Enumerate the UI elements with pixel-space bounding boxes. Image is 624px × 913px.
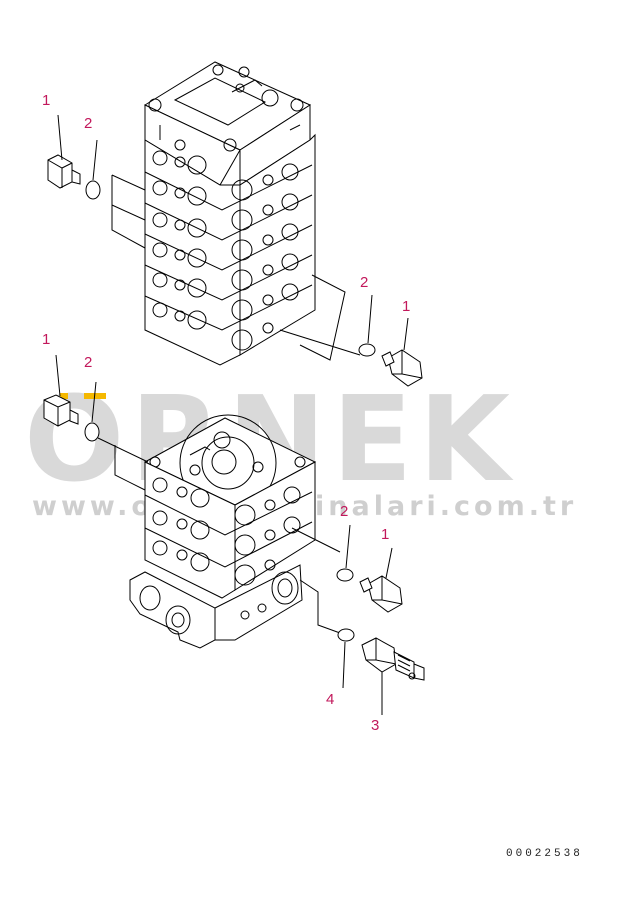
watermark-accent-mark [60, 393, 68, 399]
bottom-o-ring-4 [337, 628, 355, 689]
part-number: 00022538 [506, 848, 583, 860]
bottom-left-o-ring [84, 381, 100, 442]
bottom-control-valve [97, 414, 341, 649]
callout-bottom-left-1: 1 [42, 331, 50, 348]
callout-bottom-3: 3 [371, 717, 379, 734]
top-left-sensor [47, 114, 81, 189]
top-left-o-ring [85, 139, 101, 200]
relief-valve-3 [361, 637, 425, 715]
callout-top-right-1: 1 [402, 298, 410, 315]
bottom-right-sensor [359, 547, 403, 613]
bottom-left-sensor [43, 354, 79, 427]
callout-bottom-4: 4 [326, 691, 334, 708]
bottom-inlet-housing [129, 564, 303, 649]
top-control-valve [111, 61, 361, 366]
callout-bottom-right-2: 2 [340, 503, 348, 520]
callout-top-left-2: 2 [84, 115, 92, 132]
callout-bottom-left-2: 2 [84, 354, 92, 371]
top-valve-sections [144, 133, 316, 366]
top-right-o-ring [358, 294, 376, 357]
bottom-right-o-ring [336, 524, 354, 582]
bottom-valve-sections [144, 461, 316, 599]
callout-bottom-right-1: 1 [381, 526, 389, 543]
top-right-sensor [381, 317, 423, 387]
callout-top-left-1: 1 [42, 92, 50, 109]
callout-top-right-2: 2 [360, 274, 368, 291]
